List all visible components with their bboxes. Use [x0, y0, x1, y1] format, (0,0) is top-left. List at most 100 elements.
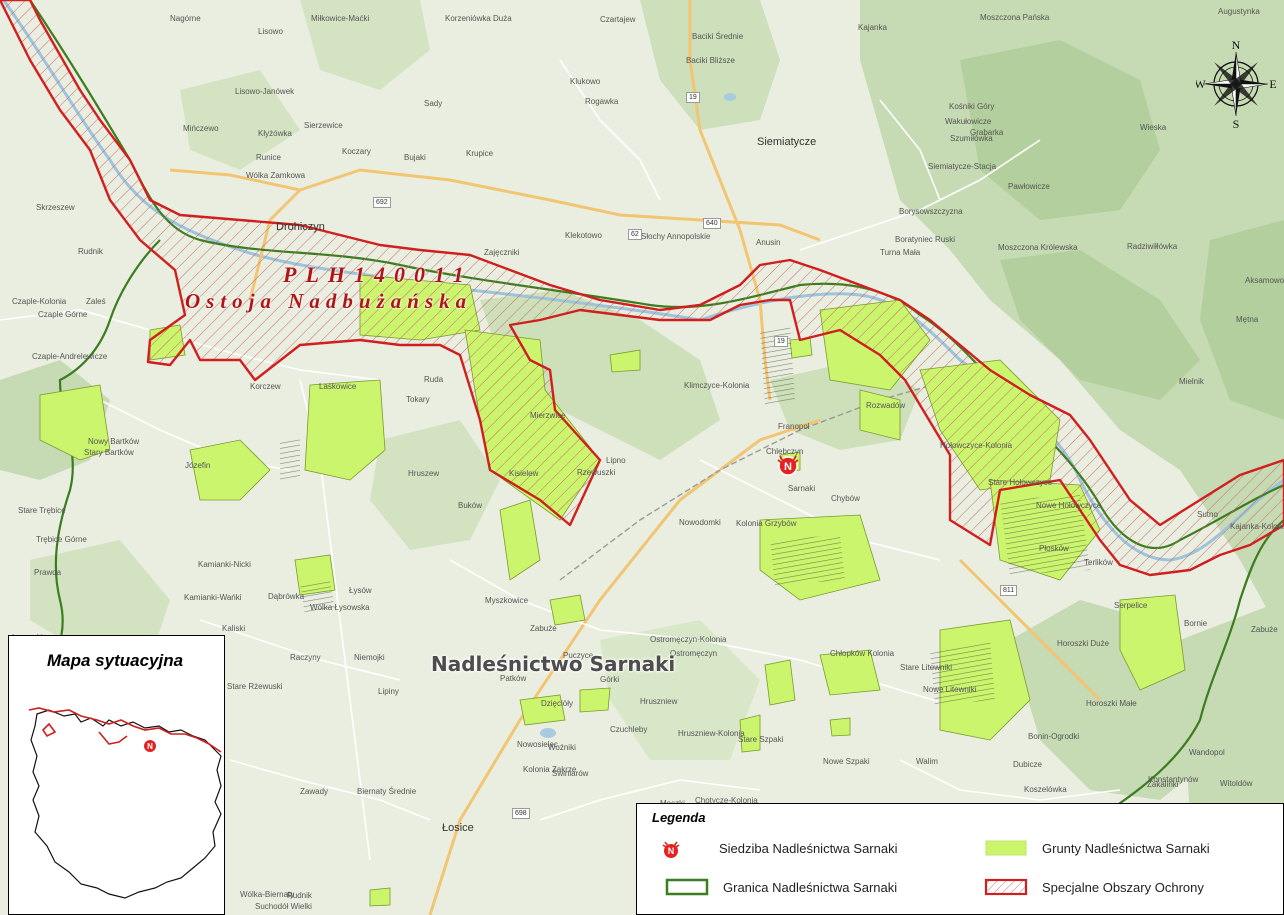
place-label: Buków [458, 501, 483, 510]
place-label: Horoszki Małe [1086, 699, 1137, 708]
place-label: Augustynka [1218, 7, 1260, 16]
place-label: Lipiny [378, 687, 399, 696]
place-label: Hruszew [408, 469, 440, 478]
place-label: Serpelice [1114, 601, 1148, 610]
place-label: Stare Rżewuski [227, 682, 283, 691]
place-label: Kamianki-Nicki [198, 560, 251, 569]
place-label: Chybów [831, 494, 860, 503]
place-label: Stare Trębice [18, 506, 66, 515]
place-label: Słochy Annopolskie [641, 232, 711, 241]
place-label: Świniarów [552, 769, 589, 778]
place-label: Klukowo [570, 77, 601, 86]
place-label: Rozwadów [866, 401, 906, 410]
svg-text:N: N [147, 742, 153, 751]
place-label: Czuchleby [610, 725, 648, 734]
place-label: Wólka Zamkowa [246, 171, 306, 180]
place-label: Zaleś [86, 297, 106, 306]
place-label: Chlebczyn [766, 447, 804, 456]
forestry-office-icon: N [659, 838, 703, 858]
place-label: Dąbrówka [268, 592, 305, 601]
place-label: Nagórne [170, 14, 201, 23]
locator-natura-outline [28, 707, 222, 753]
road-number-badge: 698 [512, 808, 530, 819]
place-label: Sierzewice [304, 121, 343, 130]
place-label: Radziwiłłówka [1127, 242, 1178, 251]
place-label: Bonin-Ogrodki [1028, 732, 1080, 741]
place-label: Zawady [300, 787, 329, 796]
place-label: Puczyce [563, 651, 594, 660]
locator-map-title: Mapa sytuacyjna [47, 651, 184, 670]
place-label: Koczary [342, 147, 371, 156]
road-number-badge: 811 [1000, 585, 1018, 596]
place-label: Hruszniew [640, 697, 678, 706]
place-label: Niemojki [354, 653, 385, 662]
place-label: Ostromęczyn [670, 649, 718, 658]
place-label: Kajanka-Kolonia [1230, 522, 1284, 531]
place-label: Woźniki [548, 743, 576, 752]
railway [559, 379, 951, 581]
place-label: Skrzeszew [36, 203, 75, 212]
place-label: Korczew [250, 382, 281, 391]
place-label: Dzięciöły [541, 699, 574, 708]
place-label: Lipno [606, 456, 626, 465]
place-label: Nowosielec [517, 740, 558, 749]
place-label: Stare Szpaki [738, 735, 784, 744]
locator-map: N Mapa sytuacyjna [8, 635, 225, 915]
place-label: Nowe Szpaki [823, 757, 870, 766]
compass-w: W [1196, 77, 1206, 91]
place-label: Wólka-Biernaty [240, 890, 295, 899]
compass-n: N [1232, 38, 1241, 52]
place-label: Wakułowicze [945, 117, 992, 126]
place-label: Zajęczniki [484, 248, 520, 257]
road-number-badge: 19 [686, 92, 700, 103]
place-label: Witoldów [1220, 779, 1253, 788]
lake [540, 93, 736, 738]
place-label: Rogawka [585, 97, 619, 106]
place-label: Raczyny [290, 653, 321, 662]
place-label: Klekotowo [565, 231, 602, 240]
road-number-badge: 19 [774, 336, 788, 347]
place-label: Kolonia Grzybów [736, 519, 797, 528]
legend: Legenda N Siedziba Nadleśnictwa Sarnaki … [636, 803, 1284, 915]
place-label: Nowe Hołowczyce [1036, 501, 1102, 510]
place-label: Lisowo-Janówek [235, 87, 295, 96]
place-label: Biernaty Średnie [357, 787, 417, 796]
place-label: Mielnik [1179, 377, 1204, 386]
minor-roads [0, 59, 1121, 861]
natura-site-name: Ostoja Nadbużańska [185, 289, 473, 313]
natura-area [0, 0, 1284, 577]
legend-item-district-boundary: Granica Nadleśnictwa Sarnaki [665, 876, 897, 898]
place-label: Konstantynów [1148, 775, 1199, 784]
place-label: Boratyniec Ruski [895, 235, 956, 244]
place-label: Tokary [406, 395, 430, 404]
forestry-office-icon: N [777, 455, 799, 476]
place-label: Hruszniew-Kolonia [678, 729, 745, 738]
protection-area-swatch [984, 877, 1028, 897]
place-label: Hołowczyce-Kolonia [940, 441, 1013, 450]
place-label: Chłopków Kolonia [830, 649, 895, 658]
place-label: Wólka Łysowska [310, 603, 370, 612]
place-label: Czaple-Andrelewicze [32, 352, 108, 361]
place-label: Prawda [34, 568, 62, 577]
place-label: Nowodomki [679, 518, 721, 527]
place-label: Aksamowo-Zaprawa [1245, 276, 1284, 285]
place-label: Płosków [1039, 544, 1069, 553]
place-label: Szumiłówka [950, 134, 993, 143]
place-label: Mińczewo [183, 124, 219, 133]
place-label: Stare Litewniki [900, 663, 953, 672]
place-label: Kisielew [509, 469, 539, 478]
place-label: Ruda [424, 375, 444, 384]
place-label: Anusin [756, 238, 781, 247]
legend-title: Legenda [652, 810, 706, 825]
place-label: Borysowszczyzna [899, 207, 963, 216]
place-label: Horoszki Duże [1057, 639, 1110, 648]
place-label: Górki [600, 675, 620, 684]
place-label: Terlików [1084, 558, 1113, 567]
place-label: Chotycze-Kolonia [695, 796, 758, 805]
place-label: Zakalinki [1147, 780, 1179, 789]
road-number-badge: 692 [373, 197, 391, 208]
place-label: Franopol [778, 422, 810, 431]
svg-text:N: N [784, 461, 792, 473]
road-number-badge: 640 [703, 218, 721, 229]
